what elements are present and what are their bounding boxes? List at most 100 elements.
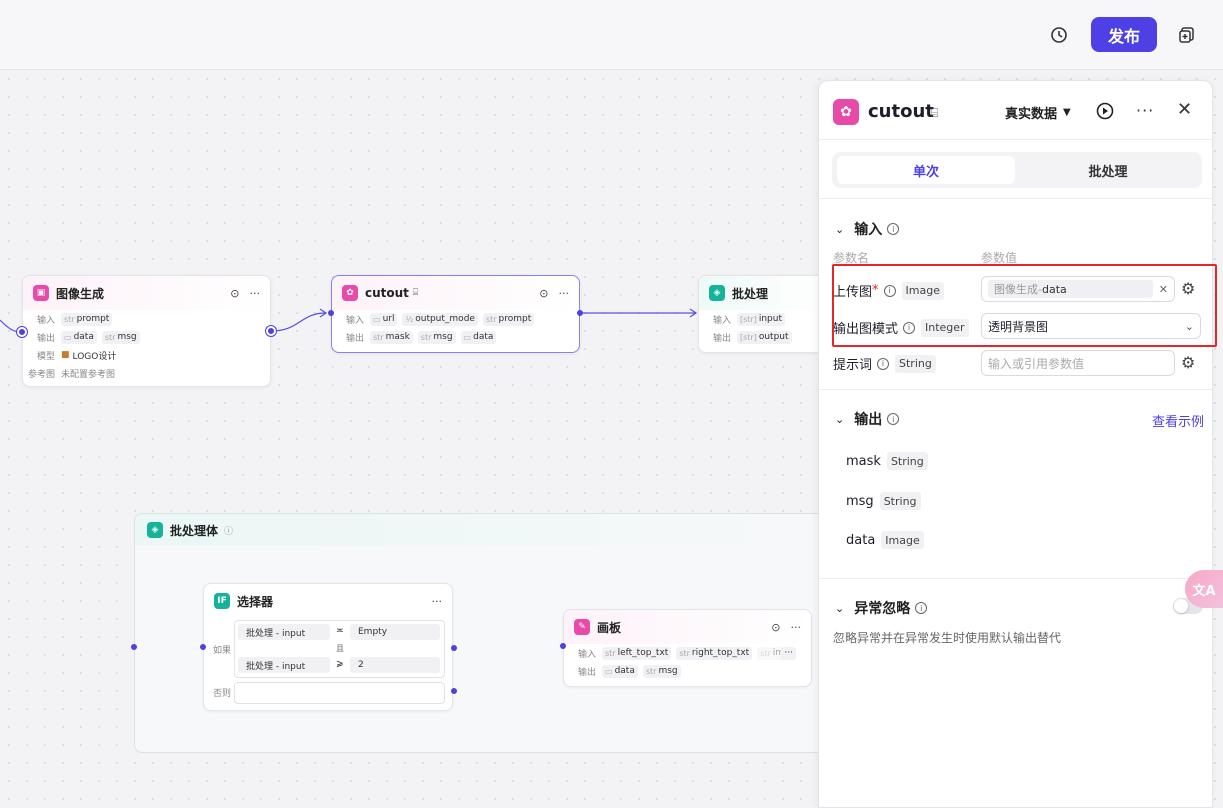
view-example-link[interactable]: 查看示例 xyxy=(1152,415,1205,430)
input-port[interactable] xyxy=(200,644,206,650)
node-batch[interactable]: ◈ 批处理 输入 [str]input 输出 [str]output xyxy=(698,275,828,353)
caret-down-icon: ▼ xyxy=(1063,107,1071,118)
more-icon[interactable]: ··· xyxy=(431,594,443,608)
if-output-port[interactable] xyxy=(451,645,457,651)
param-tag: ▭data xyxy=(602,664,638,678)
node-selector[interactable]: IF 选择器 ··· 如果 否则 批处理 - input ≍ Empty 且 批… xyxy=(203,583,453,711)
more-icon[interactable]: ··· xyxy=(249,286,261,300)
node-title: 批处理 xyxy=(732,286,769,301)
condition-operator[interactable]: ⩾ xyxy=(336,659,344,669)
tab-batch[interactable]: 批处理 xyxy=(1088,164,1128,180)
layers-icon: ◈ xyxy=(147,522,163,538)
output-mode-select[interactable]: 透明背景图⌄ xyxy=(981,313,1201,339)
node-title: cutout xyxy=(365,286,409,300)
gear-icon[interactable]: ⚙ xyxy=(1181,353,1196,372)
param-tag: [str]input xyxy=(737,312,785,326)
node-title: 画板 xyxy=(597,620,622,635)
cutout-icon: ✿ xyxy=(342,285,358,301)
type-tag: Integer xyxy=(921,318,969,337)
param-tag: ▭data xyxy=(460,330,497,344)
add-window-icon[interactable] xyxy=(1176,24,1198,46)
more-icon[interactable]: ··· xyxy=(1136,101,1155,120)
chevron-down-icon: ⌄ xyxy=(835,412,845,426)
divider xyxy=(819,139,1212,140)
condition-right[interactable]: Empty xyxy=(350,624,440,640)
info-icon: i xyxy=(883,284,896,297)
clear-icon[interactable]: ✕ xyxy=(1158,282,1168,296)
board-icon: ✎ xyxy=(574,619,590,635)
type-tag: String xyxy=(886,452,928,470)
info-icon: ⓘ xyxy=(224,526,234,537)
db-icon: ⌸ xyxy=(412,288,419,298)
layers-icon: ◈ xyxy=(709,285,725,301)
data-mode-select[interactable]: 真实数据▼ xyxy=(1005,107,1071,122)
param-tag: [str]output xyxy=(737,330,792,344)
node-title: 图像生成 xyxy=(56,286,105,301)
close-icon[interactable]: ✕ xyxy=(1177,99,1193,120)
run-icon[interactable] xyxy=(1095,101,1115,121)
type-tag: String xyxy=(879,492,921,510)
more-icon[interactable]: ··· xyxy=(790,620,802,634)
history-icon[interactable] xyxy=(1048,24,1070,46)
input-port[interactable] xyxy=(328,310,334,316)
chevron-down-icon: ⌄ xyxy=(1184,319,1194,333)
prompt-input[interactable]: 输入或引用参数值 xyxy=(981,350,1175,376)
top-bar xyxy=(0,0,1223,70)
model-icon: ■ xyxy=(61,350,70,360)
publish-button[interactable]: 发布 xyxy=(1091,17,1157,52)
param-tag: ▭data xyxy=(61,330,97,344)
param-tag: ▭url xyxy=(370,312,398,326)
condition-left[interactable]: 批处理 - input xyxy=(238,624,330,640)
info-icon: i xyxy=(887,223,900,235)
highlight-box xyxy=(832,264,1217,347)
group-title: 批处理体 xyxy=(170,523,219,538)
param-name-header: 参数名 xyxy=(833,251,870,265)
else-box xyxy=(234,682,445,704)
run-icon[interactable]: ⊙ xyxy=(539,286,549,300)
condition-left[interactable]: 批处理 - input xyxy=(238,657,330,673)
info-icon: i xyxy=(887,413,900,425)
input-port[interactable] xyxy=(560,643,566,649)
type-tag: String xyxy=(895,354,936,373)
run-icon[interactable]: ⊙ xyxy=(230,286,240,300)
image-icon: ▣ xyxy=(33,285,49,301)
database-icon: ⌸ xyxy=(931,106,939,120)
else-output-port[interactable] xyxy=(451,688,457,694)
gear-icon[interactable]: ⚙ xyxy=(1181,279,1196,298)
exception-description: 忽略异常并在异常发生时使用默认输出替代 xyxy=(833,631,1062,645)
output-port[interactable] xyxy=(266,326,276,336)
condition-operator[interactable]: ≍ xyxy=(336,626,344,636)
group-input-port[interactable] xyxy=(131,644,137,650)
upload-image-ref-field[interactable]: 图像生成 - data ✕ xyxy=(981,276,1175,302)
more-params-icon[interactable]: ··· xyxy=(781,646,796,660)
run-icon[interactable]: ⊙ xyxy=(771,620,781,634)
translate-icon[interactable]: 文A xyxy=(1185,570,1223,608)
input-port[interactable] xyxy=(17,327,27,337)
tab-single[interactable]: 单次 xyxy=(837,156,1015,184)
divider xyxy=(819,198,1212,199)
ref-value: 未配置参考图 xyxy=(61,369,116,380)
more-icon[interactable]: ··· xyxy=(558,286,570,300)
condition-right[interactable]: 2 xyxy=(350,657,440,673)
divider xyxy=(819,578,1212,579)
output-port[interactable] xyxy=(577,310,583,316)
